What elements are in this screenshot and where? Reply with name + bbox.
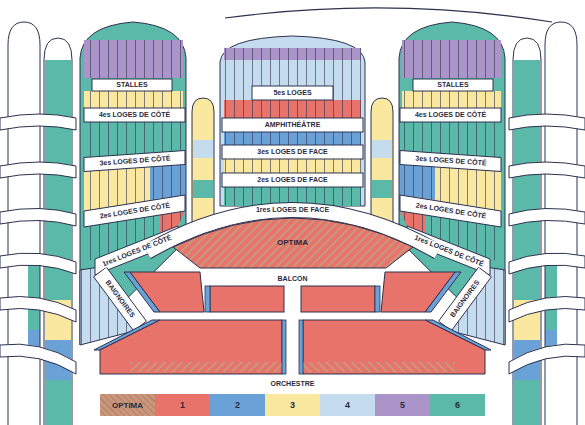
tier-band [222,173,363,187]
section-label: 2es LOGES DE FACE [255,176,329,184]
legend-text: 5 [400,400,405,410]
legend-text: OPTIMA [112,401,143,410]
legend-swatch: 1 [155,394,210,416]
balcon-edge [205,286,210,312]
section-label: AMPHITHÉÂTRE [263,121,323,129]
ceiling-arc [225,8,552,22]
legend-text: 1 [180,400,185,410]
balcon-edge [375,286,380,312]
section-label: STALLES [435,81,470,89]
legend-swatch: 4 [320,394,375,416]
legend-text: 2 [235,400,240,410]
legend-swatch: 3 [265,394,320,416]
section-label: 4es LOGES DE CÔTÉ [97,111,172,119]
balcon-block [210,286,284,312]
legend-swatch: OPTIMA [100,394,155,416]
zone-name: OPTIMA [173,238,413,248]
section-label: 1res LOGES DE FACE [254,206,331,214]
zone-outline [173,218,413,268]
legend-text: 6 [455,400,460,410]
section-label: ORCHESTRE [269,380,317,388]
legend-text: 3 [290,400,295,410]
tier-band [222,145,363,159]
tier-band [252,86,333,100]
section-label: 3es LOGES DE FACE [255,148,329,156]
section-label: 4es LOGES DE CÔTÉ [413,111,488,119]
legend-swatch: 2 [210,394,265,416]
section-label: 5es LOGES [271,89,313,97]
legend-swatch: 6 [430,394,485,416]
balcon-block [301,286,375,312]
face-block [220,36,365,206]
section-label: STALLES [114,81,149,89]
legend-text: 4 [345,400,350,410]
seating-zone: OPTIMA [173,216,413,270]
section-label: BALCON [276,275,310,283]
legend-swatch: 5 [375,394,430,416]
tier-band [222,118,363,132]
